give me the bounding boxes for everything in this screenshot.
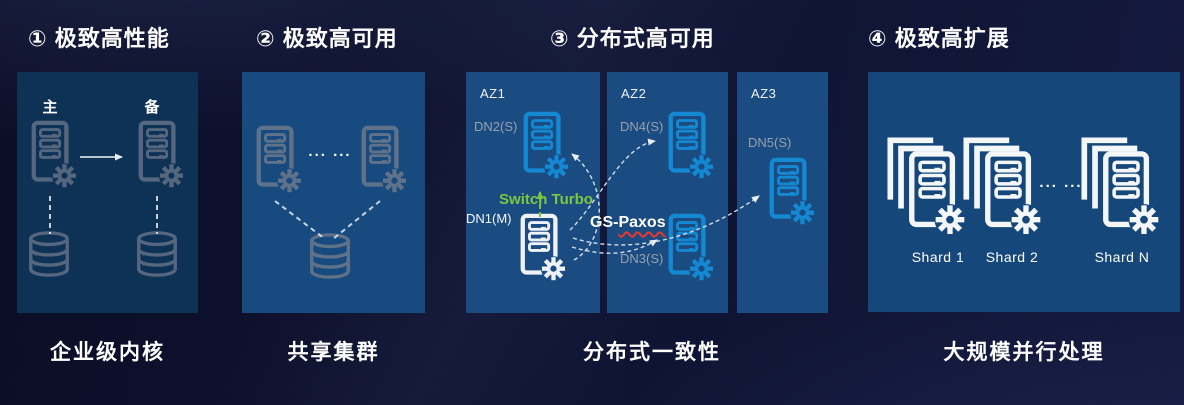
caption-availability: 共享集群 [287, 341, 380, 364]
zone-az1: AZ1 DN2(S) Switch Turbo DN1(M) [466, 72, 600, 313]
panel-scalability: ... ... Shard 1 Shard 2 Shard N [868, 72, 1180, 312]
primary-server-icon [28, 120, 76, 192]
zone-az3: AZ3 DN5(S) [737, 72, 828, 313]
dn5-label: DN5(S) [748, 135, 792, 150]
title-distributed: ③ 分布式高可用 [550, 26, 715, 51]
title-availability: ② 极致高可用 [256, 26, 398, 51]
switch-turbo-label: Switch Turbo [499, 191, 593, 208]
gs-paxos-word: Paxos [618, 214, 666, 231]
title-performance: ① 极致高性能 [28, 26, 170, 51]
dn4-label: DN4(S) [620, 119, 664, 134]
shard1-stack-icon [884, 134, 966, 240]
az3-label: AZ3 [751, 86, 777, 101]
primary-database-icon [25, 230, 73, 278]
dn1-label: DN1(M) [466, 211, 512, 226]
gs-paxos-prefix: GS- [590, 214, 619, 231]
more-servers-ellipsis: ... ... [308, 143, 352, 160]
panel-performance: 主 备 [17, 72, 198, 313]
shared-storage-icon [306, 232, 354, 280]
shard2-stack-icon [960, 134, 1042, 240]
caption-distributed: 分布式一致性 [583, 341, 721, 364]
zone-az2: AZ2 DN4(S) DN3(S) [607, 72, 728, 313]
panel-availability: ... ... [242, 72, 425, 313]
gs-paxos-label: GS-Paxos [590, 214, 666, 232]
cluster-server-icon [358, 125, 406, 197]
az2-label: AZ2 [621, 86, 647, 101]
caption-scalability: 大规模并行处理 [943, 341, 1105, 364]
title-scalability: ④ 极致高扩展 [868, 26, 1010, 51]
caption-performance: 企业级内核 [50, 341, 165, 364]
dn2-server-icon [520, 111, 568, 183]
standby-node-label: 备 [144, 99, 160, 116]
dn5-server-icon [766, 157, 814, 229]
primary-node-label: 主 [42, 99, 58, 116]
az1-label: AZ1 [480, 86, 506, 101]
shard1-label: Shard 1 [911, 249, 965, 265]
more-shards-ellipsis: ... ... [1039, 174, 1083, 191]
cluster-server-icon [253, 125, 301, 197]
dn1-server-icon [517, 213, 565, 285]
standby-server-icon [135, 120, 183, 192]
shardN-label: Shard N [1094, 249, 1150, 265]
dn3-label: DN3(S) [620, 251, 664, 266]
shardN-stack-icon [1078, 134, 1160, 240]
dn4-server-icon [665, 111, 713, 183]
dn2-label: DN2(S) [474, 119, 518, 134]
dn3-server-icon [665, 213, 713, 285]
shard2-label: Shard 2 [985, 249, 1039, 265]
standby-database-icon [133, 230, 181, 278]
